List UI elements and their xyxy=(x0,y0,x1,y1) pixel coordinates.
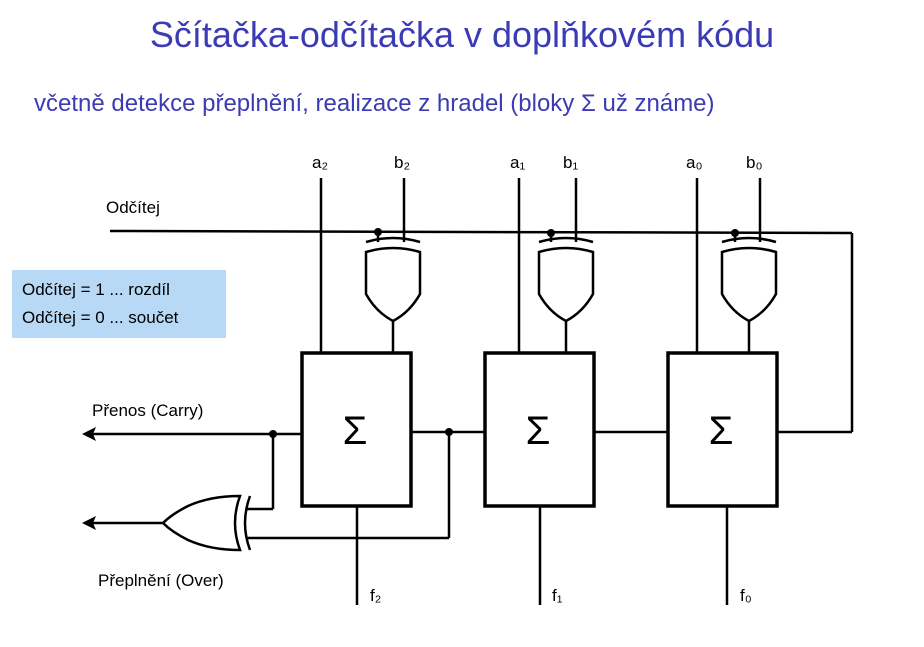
page-title: Sčítačka-odčítačka v doplňkovém kódu xyxy=(149,14,775,55)
xor-gate-2 xyxy=(364,236,422,323)
overflow-label: Přeplnění (Over) xyxy=(98,571,224,590)
subtract-label: Odčítej xyxy=(106,198,160,217)
output-f1-label: f₁ xyxy=(552,586,563,605)
xor-gate-0 xyxy=(720,236,778,323)
stage-1-wires xyxy=(517,178,578,605)
junction-dot xyxy=(547,229,555,237)
input-a0-label: a₀ xyxy=(686,153,703,172)
carry-arrow-icon xyxy=(82,427,96,441)
input-b0-label: b₀ xyxy=(746,153,763,172)
sum-block-1 xyxy=(483,351,596,508)
mode-note: Odčítej = 1 ... rozdíl Odčítej = 0 ... s… xyxy=(12,270,226,338)
junction-dot xyxy=(374,228,382,236)
junction-dot xyxy=(731,229,739,237)
junction-dot xyxy=(445,428,453,436)
carry-chain xyxy=(82,427,668,540)
output-f0-label: f₀ xyxy=(740,586,752,605)
sum-label-1: Σ xyxy=(526,409,551,453)
page-subtitle: včetně detekce přeplnění, realizace z hr… xyxy=(34,90,715,117)
output-f2-label: f₂ xyxy=(370,586,381,605)
input-a2-label: a₂ xyxy=(312,153,328,172)
input-b2-label: b₂ xyxy=(394,153,410,172)
input-a1-label: a₁ xyxy=(510,153,525,172)
xor-gate-1 xyxy=(537,236,595,323)
stage-0-wires xyxy=(695,178,762,605)
input-b1-label: b₁ xyxy=(563,153,578,172)
carry-label: Přenos (Carry) xyxy=(92,401,203,420)
sum-block-2 xyxy=(300,351,413,508)
mode-note-line-1: Odčítej = 1 ... rozdíl xyxy=(22,280,170,299)
sum-label-0: Σ xyxy=(709,409,734,453)
sum-block-0 xyxy=(666,351,779,508)
mode-note-line-2: Odčítej = 0 ... součet xyxy=(22,308,179,327)
subtract-line xyxy=(109,229,854,434)
xor-gate-overflow xyxy=(82,494,252,552)
sum-label-2: Σ xyxy=(343,409,368,453)
overflow-arrow-icon xyxy=(82,516,96,530)
